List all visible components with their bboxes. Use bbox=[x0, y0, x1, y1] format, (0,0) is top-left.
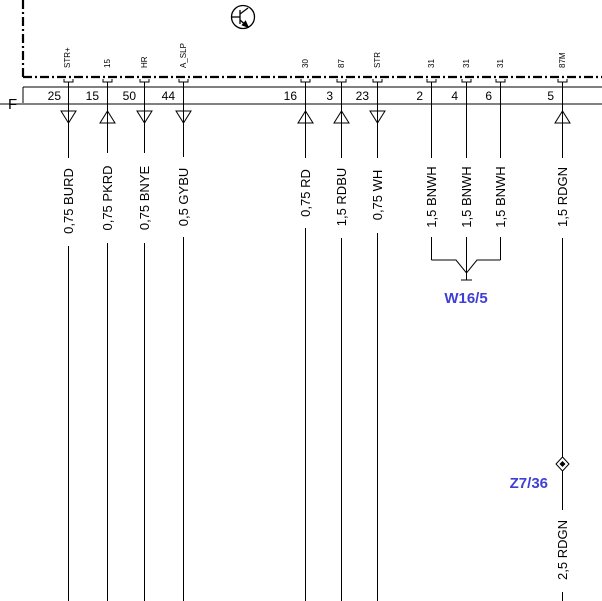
terminal-label-str-plus: STR+ bbox=[63, 47, 72, 68]
pin-number: 44 bbox=[162, 89, 176, 103]
wire-label: 1,5 RDGN bbox=[555, 167, 570, 227]
terminal-label-31: 31 bbox=[427, 59, 436, 68]
pin-column-44: A_SLP 44 0,5 GYBU bbox=[162, 43, 192, 601]
pin-number: 50 bbox=[123, 89, 137, 103]
terminal-label-str: STR bbox=[373, 52, 382, 68]
pin-number: 4 bbox=[451, 89, 458, 103]
pin-bracket bbox=[300, 79, 311, 83]
connector-strip bbox=[0, 86, 602, 105]
pin-bracket bbox=[426, 79, 437, 83]
pin-column-23: STR 23 0,75 WH bbox=[356, 52, 386, 601]
wire-label: 0,75 WH bbox=[370, 170, 385, 221]
wire-label: 1,5 BNWH bbox=[424, 166, 439, 227]
wire-label: 0,75 BNYE bbox=[137, 166, 152, 231]
wire-label: 1,5 BNWH bbox=[493, 166, 508, 227]
connector-label: Z7/36 bbox=[510, 475, 548, 492]
pin-column-2: 31 2 1,5 BNWH bbox=[416, 59, 439, 260]
terminal-label-87: 87 bbox=[337, 59, 346, 68]
wire-label: 1,5 RDBU bbox=[334, 168, 349, 227]
pin-bracket bbox=[102, 79, 113, 83]
pin-bracket bbox=[557, 79, 568, 83]
pin-columns: STR+ 25 0,75 BURD 15 15 0,75 PKRD HR 50 bbox=[48, 43, 571, 601]
pin-bracket bbox=[178, 79, 189, 83]
pin-bracket bbox=[372, 79, 383, 83]
control-unit-boundary bbox=[21, 0, 602, 79]
pin-number: 25 bbox=[48, 89, 62, 103]
pin-column-15: 15 15 0,75 PKRD bbox=[86, 59, 116, 601]
pin-number: 16 bbox=[284, 89, 298, 103]
terminal-label-hr: HR bbox=[140, 56, 149, 68]
arrow-down-icon bbox=[136, 104, 153, 124]
pin-column-50: HR 50 0,75 BNYE bbox=[123, 56, 153, 601]
pin-number: 15 bbox=[86, 89, 100, 103]
pin-column-5: 87M 5 1,5 RDGN bbox=[547, 52, 571, 458]
pin-number: 3 bbox=[326, 89, 333, 103]
pin-bracket bbox=[461, 79, 472, 83]
transistor-icon bbox=[230, 4, 256, 30]
pin-column-6: 31 6 1,5 BNWH bbox=[485, 59, 508, 260]
pin-bracket bbox=[139, 79, 150, 83]
pin-column-4: 31 4 1,5 BNWH bbox=[451, 59, 474, 280]
arrow-down-icon bbox=[175, 104, 192, 124]
wire-label: 0,5 GYBU bbox=[176, 168, 191, 227]
ground-splice-w16-5 bbox=[431, 259, 501, 281]
wire-label: 0,75 PKRD bbox=[100, 165, 115, 230]
pin-number: 6 bbox=[485, 89, 492, 103]
terminal-label-a-slp: A_SLP bbox=[179, 43, 188, 68]
wire-label-after-connector: 2,5 RDGN bbox=[555, 520, 570, 580]
wire-label: 0,75 BURD bbox=[61, 168, 76, 234]
arrow-down-icon bbox=[60, 104, 77, 124]
connector-row-label: F bbox=[8, 96, 17, 113]
pin-number: 23 bbox=[356, 89, 370, 103]
wire-label: 1,5 BNWH bbox=[459, 166, 474, 227]
pin-bracket bbox=[495, 79, 506, 83]
terminal-label-31: 31 bbox=[496, 59, 505, 68]
pin-number: 2 bbox=[416, 89, 423, 103]
pin-column-3: 87 3 1,5 RDBU bbox=[326, 59, 350, 601]
arrow-down-icon bbox=[369, 104, 386, 124]
arrow-up-icon bbox=[554, 104, 571, 124]
pin-bracket bbox=[336, 79, 347, 83]
wire-label: 0,75 RD bbox=[298, 169, 313, 217]
terminal-label-87m: 87M bbox=[558, 52, 567, 68]
pin-column-25: STR+ 25 0,75 BURD bbox=[48, 47, 77, 601]
splice-label: W16/5 bbox=[444, 290, 487, 307]
arrow-up-icon bbox=[333, 104, 350, 124]
connector-diamond-inner bbox=[559, 461, 566, 467]
pin-bracket bbox=[63, 79, 74, 83]
pin-number: 5 bbox=[547, 89, 554, 103]
terminal-label-30: 30 bbox=[301, 59, 310, 68]
terminal-label-31: 31 bbox=[462, 59, 471, 68]
terminal-label-15: 15 bbox=[103, 59, 112, 68]
pin-column-16: 30 16 0,75 RD bbox=[284, 59, 314, 601]
arrow-up-icon bbox=[297, 104, 314, 124]
arrow-up-icon bbox=[99, 104, 116, 124]
